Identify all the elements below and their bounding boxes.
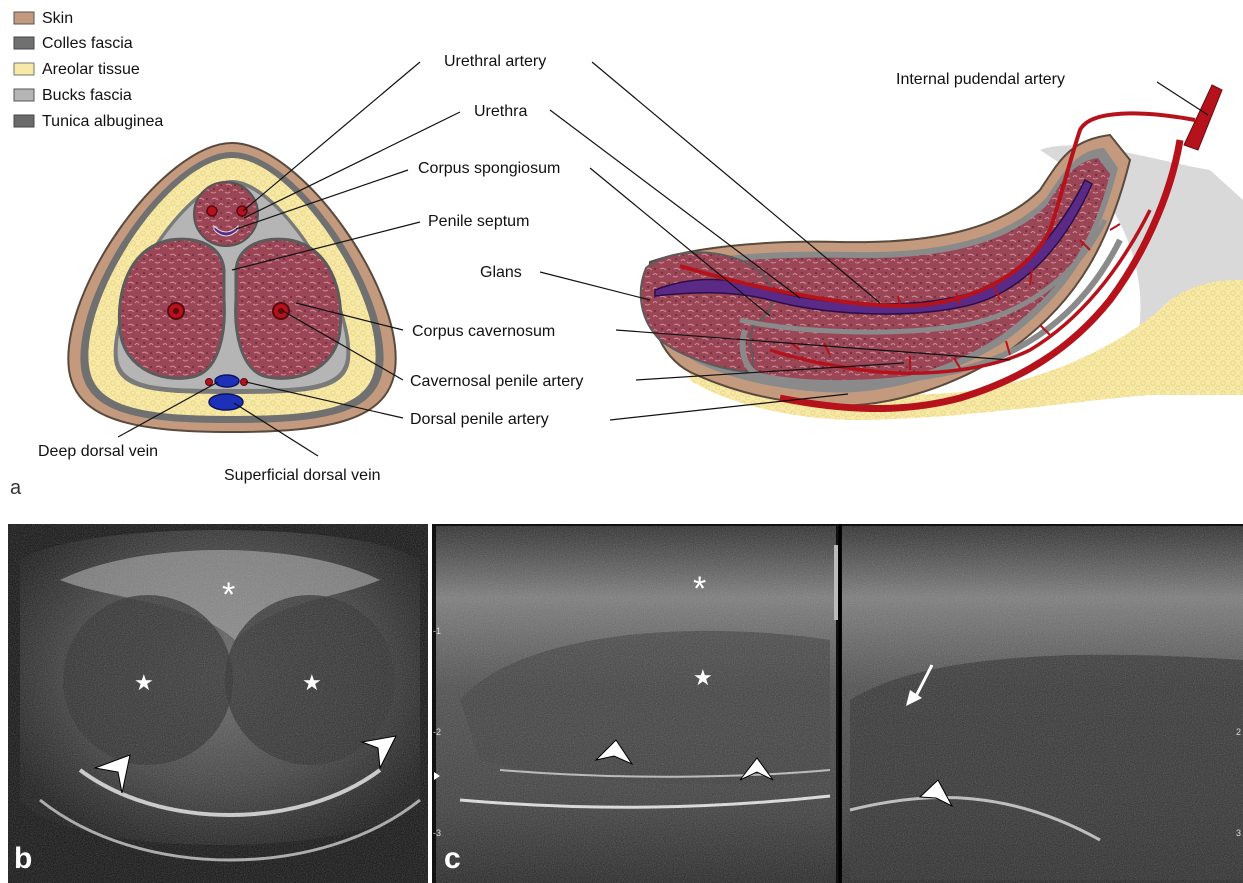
scale-label-left: -3 (433, 828, 441, 838)
ultrasound-c-right-speckle (842, 526, 1243, 883)
ultrasound-c-left-speckle (436, 526, 836, 883)
panel-label-b: b (14, 842, 32, 875)
legend-item: Skin (14, 10, 73, 27)
marker-asterisk-b: * (222, 576, 235, 614)
legend-swatch-colles (14, 37, 34, 49)
legend-label: Skin (42, 10, 73, 27)
legend-swatch-bucks (14, 89, 34, 101)
label-glans: Glans (480, 264, 522, 281)
label-corpus-cavernosum: Corpus cavernosum (412, 323, 555, 340)
panel-label-c: c (444, 842, 461, 875)
depth-bar (834, 545, 838, 620)
urethral-artery-cross (207, 206, 217, 216)
legend-item: Areolar tissue (14, 61, 140, 78)
ultrasound-panel-b: * ★ ★ b (8, 524, 428, 883)
ultrasound-panel-c: * ★ -1 -2 -3 2 3 c (432, 524, 1243, 883)
label-dorsal-penile-artery: Dorsal penile artery (410, 411, 549, 428)
ultrasound-b-speckle (8, 524, 428, 883)
legend-item: Tunica albuginea (14, 113, 163, 130)
scale-label-right: 2 (1236, 727, 1241, 737)
label-penile-septum: Penile septum (428, 213, 529, 230)
superficial-dorsal-vein-cross (209, 394, 243, 410)
glans-longitudinal (641, 252, 773, 372)
scale-label-left: -1 (433, 626, 441, 636)
deep-dorsal-vein-cross (215, 375, 239, 387)
label-corpus-spongiosum: Corpus spongiosum (418, 160, 560, 177)
urethral-artery-cross (237, 206, 247, 216)
legend: Skin Colles fascia Areolar tissue Bucks … (14, 10, 163, 130)
legend-label: Bucks fascia (42, 87, 132, 104)
legend-swatch-skin (14, 12, 34, 24)
panel-label-a: a (10, 477, 22, 499)
label-internal-pudendal-artery: Internal pudendal artery (896, 71, 1065, 88)
scale-label-left: -2 (433, 727, 441, 737)
scale-label-right: 3 (1236, 828, 1241, 838)
marker-asterisk-c: * (693, 570, 706, 608)
cavernosal-artery-left-lumen (173, 308, 179, 314)
legend-label: Colles fascia (42, 35, 133, 52)
legend-item: Colles fascia (14, 35, 133, 52)
label-deep-dorsal-vein: Deep dorsal vein (38, 443, 158, 460)
legend-item: Bucks fascia (14, 87, 132, 104)
cross-section-diagram (68, 143, 395, 432)
label-urethral-artery: Urethral artery (444, 53, 546, 70)
marker-star-b-left: ★ (134, 670, 154, 695)
label-urethra: Urethra (474, 103, 527, 120)
legend-swatch-areolar (14, 63, 34, 75)
legend-label: Areolar tissue (42, 61, 140, 78)
label-cavernosal-penile-artery: Cavernosal penile artery (410, 373, 583, 390)
marker-star-c: ★ (693, 665, 713, 690)
longitudinal-diagram (641, 85, 1243, 420)
legend-swatch-tunica (14, 115, 34, 127)
marker-star-b-right: ★ (302, 670, 322, 695)
label-superficial-dorsal-vein: Superficial dorsal vein (224, 467, 381, 484)
dorsal-artery-cross (206, 379, 213, 386)
legend-label: Tunica albuginea (42, 113, 163, 130)
